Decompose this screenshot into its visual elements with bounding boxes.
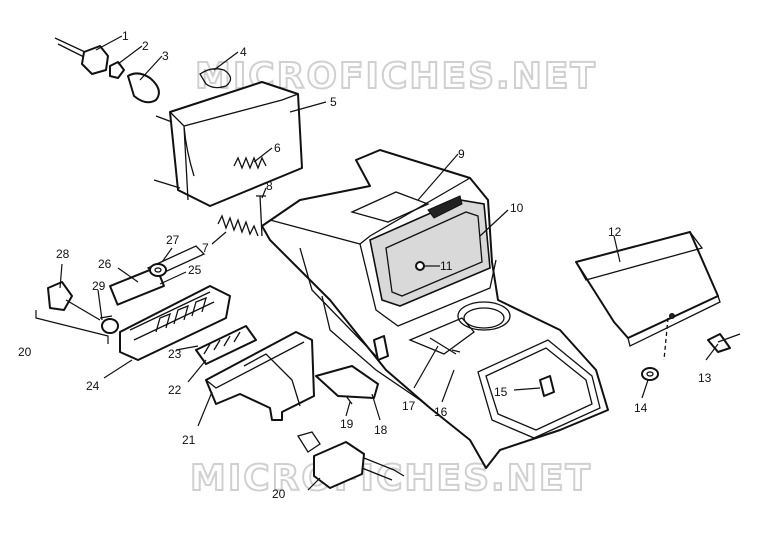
bracket bbox=[205, 331, 315, 421]
callout-21: 21 bbox=[182, 433, 196, 447]
callout-17: 17 bbox=[402, 399, 416, 413]
watermark-bottom: MICROFICHES.NET bbox=[190, 458, 592, 499]
callout-27: 27 bbox=[166, 233, 180, 247]
callout-29: 29 bbox=[92, 279, 106, 293]
lower-switch bbox=[313, 441, 365, 489]
callout-28: 28 bbox=[56, 247, 70, 261]
callout-3: 3 bbox=[162, 49, 169, 63]
callout-4: 4 bbox=[240, 45, 247, 59]
ignition-group bbox=[35, 281, 119, 344]
switch-panel bbox=[119, 285, 231, 361]
callout-25: 25 bbox=[188, 263, 202, 277]
ignition-nut bbox=[101, 318, 119, 334]
screw bbox=[256, 195, 266, 237]
screw-11 bbox=[415, 261, 425, 271]
callout-1: 1 bbox=[122, 29, 129, 43]
rear-plate bbox=[575, 231, 719, 339]
lower-switch-group bbox=[296, 431, 405, 489]
callout-11: 11 bbox=[440, 259, 453, 273]
callout-24: 24 bbox=[86, 379, 100, 393]
grommet bbox=[641, 367, 659, 381]
callout-2: 2 bbox=[142, 39, 149, 53]
bracket-group bbox=[195, 325, 379, 421]
callouts: 1 2 3 4 5 6 7 8 9 10 11 12 13 14 15 16 1… bbox=[18, 29, 712, 501]
callout-7: 7 bbox=[202, 241, 209, 255]
callout-22: 22 bbox=[168, 383, 182, 397]
bulb bbox=[127, 72, 160, 104]
callout-18: 18 bbox=[374, 423, 388, 437]
callout-13: 13 bbox=[698, 371, 712, 385]
callout-5: 5 bbox=[330, 95, 337, 109]
headlight-housing bbox=[169, 81, 303, 207]
callout-9: 9 bbox=[458, 147, 465, 161]
switch bbox=[539, 375, 555, 397]
rear-screw bbox=[707, 333, 731, 353]
headlight-group bbox=[54, 37, 303, 207]
callout-15: 15 bbox=[494, 385, 508, 399]
callout-10: 10 bbox=[510, 201, 524, 215]
callout-26: 26 bbox=[98, 257, 112, 271]
callout-6: 6 bbox=[274, 141, 281, 155]
spring bbox=[217, 214, 259, 237]
callout-12: 12 bbox=[608, 225, 622, 239]
callout-20-ignition: 20 bbox=[18, 345, 32, 359]
switch-panel-group bbox=[109, 245, 231, 361]
callout-23: 23 bbox=[168, 347, 182, 361]
rear-plate-group bbox=[575, 231, 741, 381]
callout-20-lower: 20 bbox=[272, 487, 286, 501]
callout-19: 19 bbox=[340, 417, 354, 431]
callout-16: 16 bbox=[434, 405, 448, 419]
console-body bbox=[261, 149, 609, 469]
ignition-switch bbox=[47, 281, 73, 311]
callout-14: 14 bbox=[634, 401, 648, 415]
washer-27 bbox=[149, 263, 167, 277]
leader-lines bbox=[59, 35, 719, 491]
switch-block bbox=[195, 325, 257, 365]
socket-nut bbox=[109, 61, 125, 79]
switch-18 bbox=[315, 365, 379, 399]
callout-8: 8 bbox=[266, 179, 273, 193]
bulb-socket bbox=[81, 45, 109, 75]
fastener bbox=[429, 337, 461, 355]
